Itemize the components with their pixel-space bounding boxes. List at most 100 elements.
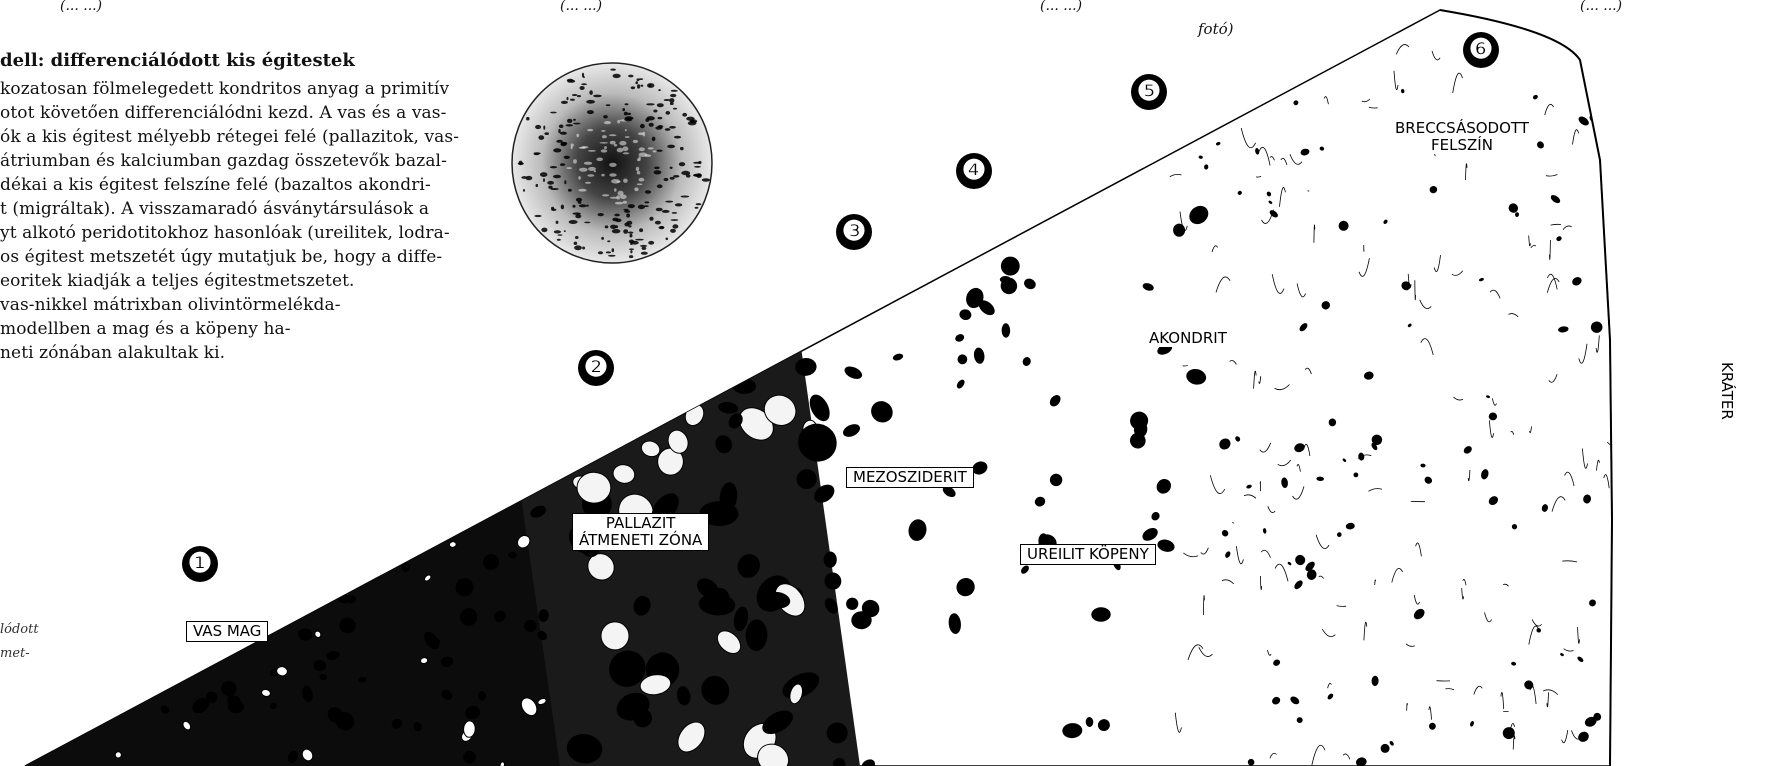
sphere-grain (649, 217, 653, 221)
sphere-grain (649, 84, 651, 87)
top-fragment-right-b: (... ...) (1580, 0, 1622, 14)
sphere-grain (641, 85, 644, 87)
sphere-grain (556, 140, 563, 143)
sphere-grain (553, 175, 561, 179)
sphere-grain (538, 135, 544, 140)
label-pallazit: PALLAZIT ÁTMENETI ZÓNA (572, 513, 709, 551)
sphere-grain (634, 187, 638, 191)
sphere-grain (543, 126, 545, 130)
sphere-grain (657, 103, 664, 107)
sphere-grain (558, 234, 563, 236)
sphere-grain (588, 150, 596, 152)
sphere-grain (637, 78, 640, 81)
sphere-grain (615, 202, 624, 205)
sphere-grain (561, 101, 568, 104)
sphere-grain (573, 119, 576, 121)
sphere-grain (603, 115, 608, 118)
sphere-grain (648, 147, 654, 149)
sphere-grain (654, 170, 662, 174)
body-line: os égitest metszetét úgy mutatjuk be, ho… (0, 247, 442, 267)
sphere-grain (671, 90, 678, 92)
zone-number-3: ❸ (836, 214, 872, 250)
zone-number-4: ❹ (956, 153, 992, 189)
sphere-grain (696, 203, 702, 205)
sphere-grain (581, 83, 587, 85)
sphere-grain (598, 251, 603, 254)
sphere-grain (571, 146, 573, 149)
sphere-grain (526, 117, 530, 121)
sphere-grain (694, 166, 701, 168)
sphere-grain (628, 232, 633, 234)
sphere-grain (623, 229, 628, 234)
sphere-grain (584, 162, 592, 165)
sphere-grain (670, 94, 676, 97)
sphere-grain (639, 178, 645, 182)
sphere-grain (606, 104, 611, 106)
sphere-grain (672, 224, 678, 228)
sphere-grain (644, 201, 649, 203)
sphere-grain (611, 179, 620, 184)
sphere-grain (645, 118, 649, 122)
sphere-grain (672, 212, 677, 214)
sphere-grain (658, 89, 661, 91)
sphere-grain (640, 124, 645, 128)
sphere-grain (631, 86, 635, 89)
sphere-grain (606, 251, 611, 253)
sphere-grain (641, 252, 648, 255)
sphere-grain (553, 148, 561, 152)
body-line: vas-nikkel mátrixban olivintörmelékda- (0, 295, 341, 315)
sphere-grain (680, 147, 684, 150)
sphere-grain (623, 201, 627, 204)
texture-grain (633, 709, 652, 728)
sphere-grain (669, 126, 676, 129)
sphere-grain (617, 148, 624, 153)
body-line: kozatosan fölmelegedett kondritos anyag … (0, 79, 449, 99)
sphere-grain (614, 188, 617, 192)
sphere-grain (646, 103, 655, 105)
sphere-grain (702, 178, 710, 181)
sphere-grain (610, 141, 616, 145)
sphere-grain (630, 250, 632, 253)
sphere-grain (624, 118, 632, 122)
sphere-grain (638, 205, 645, 210)
sphere-grain (610, 69, 616, 71)
article-heading: dell: differenciálódott kis égitestek (0, 50, 355, 71)
sphere-grain (635, 81, 638, 84)
label-ureilit: UREILIT KÖPENY (1020, 544, 1156, 565)
label-krater: KRÁTER (1718, 360, 1735, 422)
sphere-grain (574, 242, 578, 245)
sphere-grain (693, 162, 701, 164)
sphere-grain (568, 189, 572, 192)
body-line: modellben a mag és a köpeny ha- (0, 319, 291, 339)
sphere-grain (560, 142, 566, 146)
sphere-grain (573, 159, 577, 163)
sphere-grain (619, 141, 626, 146)
sphere-grain (609, 173, 616, 177)
texture-grain (463, 721, 475, 738)
sphere-grain (670, 177, 675, 180)
sphere-grain (573, 212, 581, 214)
sphere-grain (628, 113, 631, 115)
sphere-grain (648, 241, 654, 245)
sphere-grain (626, 213, 630, 217)
sphere-grain (610, 225, 616, 229)
sphere-grain (673, 175, 679, 178)
sphere-grain (637, 183, 643, 185)
sphere-grain (675, 203, 682, 206)
body-line: dékai a kis égitest felszíne felé (bazal… (0, 175, 431, 195)
zone-number-5: ❺ (1131, 74, 1167, 110)
sphere-grain (604, 121, 611, 124)
label-vas-mag: VAS MAG (186, 621, 268, 642)
label-breccsasodott: BRECCSÁSODOTT FELSZÍN (1392, 120, 1532, 154)
sphere-grain (564, 156, 570, 159)
sphere-grain (579, 147, 586, 149)
sphere-grain (596, 158, 603, 162)
caption-fragment: lódott (0, 622, 39, 637)
sphere-grain (625, 136, 630, 138)
sphere-grain (587, 174, 594, 176)
sphere-grain (571, 144, 574, 147)
zone-number-1: ❶ (182, 546, 218, 582)
sphere-grain (642, 247, 647, 250)
sphere-grain (637, 171, 641, 174)
sphere-grain (588, 167, 596, 171)
